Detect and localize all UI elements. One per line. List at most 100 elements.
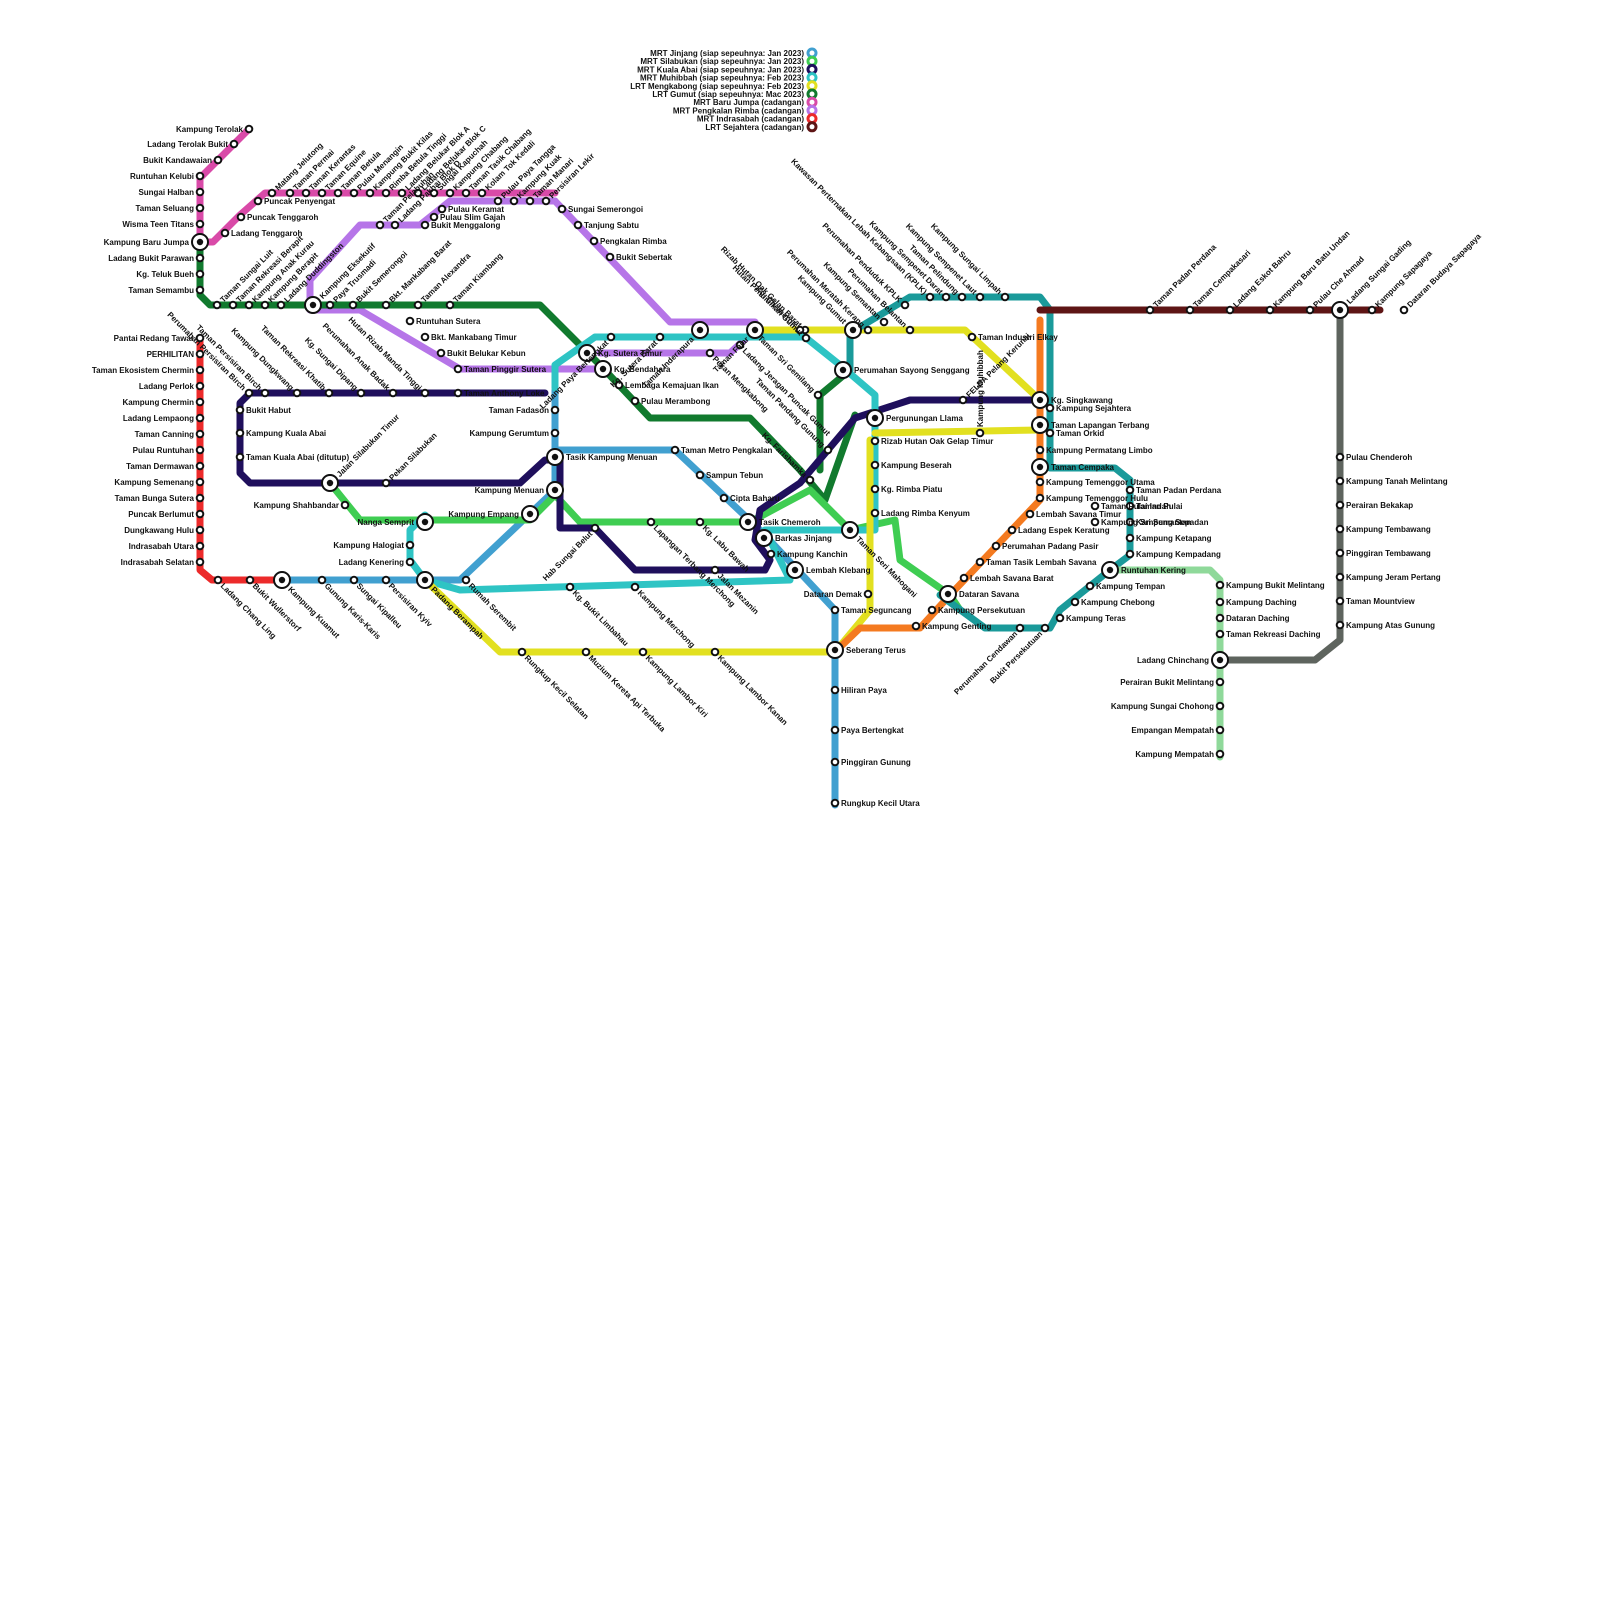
- station-marker[interactable]: [235, 428, 245, 438]
- station-marker[interactable]: [381, 575, 391, 585]
- station-marker[interactable]: [461, 575, 471, 585]
- station-marker[interactable]: [557, 204, 567, 214]
- station-marker[interactable]: [1335, 500, 1345, 510]
- station-marker[interactable]: [405, 557, 415, 567]
- station-marker[interactable]: [605, 252, 615, 262]
- station-marker[interactable]: [429, 212, 439, 222]
- station-marker[interactable]: [1040, 623, 1050, 633]
- station-marker[interactable]: [735, 340, 745, 350]
- station-marker[interactable]: [195, 525, 205, 535]
- station-marker[interactable]: [195, 285, 205, 295]
- station-marker[interactable]: [710, 647, 720, 657]
- station-marker[interactable]: [1335, 620, 1345, 630]
- station-marker[interactable]: [766, 549, 776, 559]
- station-marker[interactable]: [195, 397, 205, 407]
- station-marker[interactable]: [390, 220, 400, 230]
- station-marker[interactable]: [195, 493, 205, 503]
- station-marker[interactable]: [805, 475, 815, 485]
- station-marker[interactable]: [381, 188, 391, 198]
- station-marker[interactable]: [477, 188, 487, 198]
- station-marker[interactable]: [830, 798, 840, 808]
- station-marker[interactable]: [356, 388, 366, 398]
- station-marker[interactable]: [1215, 677, 1225, 687]
- station-marker[interactable]: [1125, 517, 1135, 527]
- station-marker[interactable]: [1035, 445, 1045, 455]
- station-marker[interactable]: [301, 188, 311, 198]
- station-marker[interactable]: [429, 188, 439, 198]
- station-marker[interactable]: [436, 348, 446, 358]
- station-marker[interactable]: [905, 325, 915, 335]
- station-marker[interactable]: [509, 196, 519, 206]
- station-marker[interactable]: [1035, 477, 1045, 487]
- station-marker[interactable]: [381, 478, 391, 488]
- station-marker[interactable]: [349, 575, 359, 585]
- station-marker[interactable]: [695, 470, 705, 480]
- station-marker[interactable]: [1335, 476, 1345, 486]
- station-marker[interactable]: [212, 300, 222, 310]
- station-marker[interactable]: [420, 388, 430, 398]
- station-marker[interactable]: [445, 188, 455, 198]
- station-marker[interactable]: [925, 292, 935, 302]
- station-marker[interactable]: [1215, 701, 1225, 711]
- station-marker[interactable]: [195, 541, 205, 551]
- station-marker[interactable]: [630, 582, 640, 592]
- station-marker[interactable]: [1215, 749, 1225, 759]
- station-marker[interactable]: [695, 517, 705, 527]
- station-marker[interactable]: [235, 452, 245, 462]
- station-marker[interactable]: [795, 325, 805, 335]
- station-marker[interactable]: [830, 605, 840, 615]
- station-marker[interactable]: [317, 188, 327, 198]
- station-marker[interactable]: [244, 300, 254, 310]
- station-marker[interactable]: [195, 365, 205, 375]
- station-marker[interactable]: [420, 220, 430, 230]
- station-marker[interactable]: [957, 292, 967, 302]
- station-marker[interactable]: [646, 517, 656, 527]
- station-marker[interactable]: [638, 647, 648, 657]
- station-marker[interactable]: [870, 508, 880, 518]
- station-marker[interactable]: [317, 575, 327, 585]
- station-marker[interactable]: [413, 300, 423, 310]
- station-marker[interactable]: [1015, 623, 1025, 633]
- station-marker[interactable]: [710, 565, 720, 575]
- station-marker[interactable]: [870, 460, 880, 470]
- station-marker[interactable]: [927, 605, 937, 615]
- station-marker[interactable]: [388, 388, 398, 398]
- station-marker[interactable]: [1045, 428, 1055, 438]
- station-marker[interactable]: [445, 300, 455, 310]
- station-marker[interactable]: [1215, 580, 1225, 590]
- station-marker[interactable]: [705, 348, 715, 358]
- station-marker[interactable]: [550, 405, 560, 415]
- station-marker[interactable]: [879, 317, 889, 327]
- station-marker[interactable]: [581, 647, 591, 657]
- station-marker[interactable]: [614, 380, 624, 390]
- station-marker[interactable]: [453, 364, 463, 374]
- station-marker[interactable]: [195, 509, 205, 519]
- station-marker[interactable]: [863, 589, 873, 599]
- station-marker[interactable]: [276, 300, 286, 310]
- station-marker[interactable]: [267, 188, 277, 198]
- station-marker[interactable]: [589, 236, 599, 246]
- station-marker[interactable]: [991, 541, 1001, 551]
- station-marker[interactable]: [830, 757, 840, 767]
- station-marker[interactable]: [195, 429, 205, 439]
- station-marker[interactable]: [375, 220, 385, 230]
- station-marker[interactable]: [1335, 548, 1345, 558]
- station-marker[interactable]: [1055, 613, 1065, 623]
- station-marker[interactable]: [1215, 725, 1225, 735]
- station-marker[interactable]: [220, 228, 230, 238]
- station-marker[interactable]: [870, 436, 880, 446]
- station-marker[interactable]: [870, 484, 880, 494]
- station-marker[interactable]: [340, 500, 350, 510]
- station-marker[interactable]: [911, 621, 921, 631]
- station-marker[interactable]: [813, 390, 823, 400]
- station-marker[interactable]: [333, 188, 343, 198]
- station-marker[interactable]: [1335, 596, 1345, 606]
- station-marker[interactable]: [453, 388, 463, 398]
- station-marker[interactable]: [525, 196, 535, 206]
- station-marker[interactable]: [1090, 501, 1100, 511]
- station-marker[interactable]: [975, 557, 985, 567]
- station-marker[interactable]: [348, 300, 358, 310]
- station-marker[interactable]: [517, 647, 527, 657]
- station-marker[interactable]: [285, 188, 295, 198]
- station-marker[interactable]: [590, 523, 600, 533]
